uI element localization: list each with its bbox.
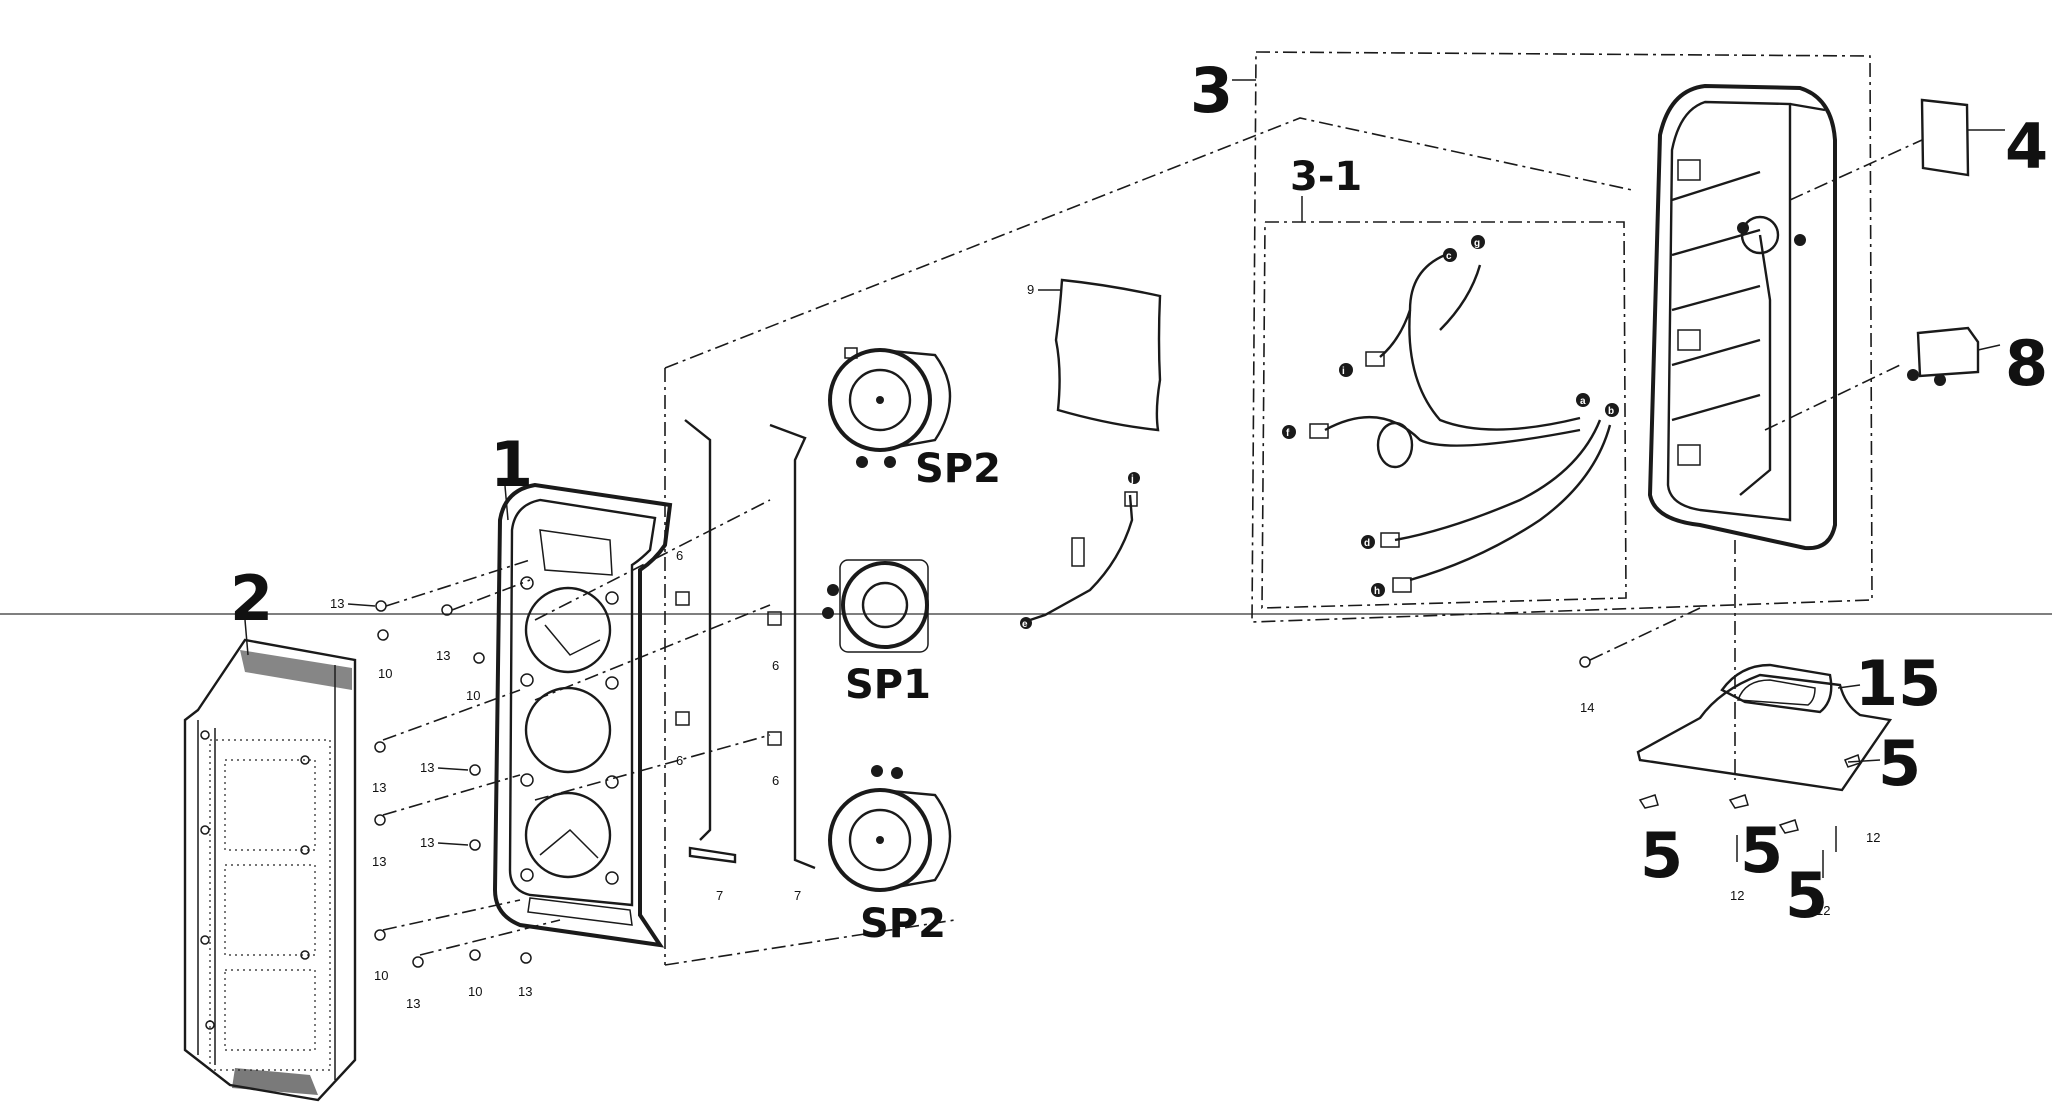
callout-sp2-top: SP2 — [915, 446, 1001, 492]
part-6: 6 — [772, 773, 779, 788]
part-6: 6 — [676, 548, 683, 563]
label-plate — [1789, 98, 2005, 201]
connector-i: i — [1342, 366, 1345, 377]
front-cabinet — [492, 482, 673, 948]
part-number-labels: 13 13 10 10 13 13 13 13 10 13 10 13 6 6 … — [330, 282, 1880, 1011]
callout-4: 4 — [2005, 110, 2048, 183]
callout-15: 15 — [1855, 647, 1941, 720]
connector-b: b — [1608, 406, 1614, 417]
wire-harness — [1282, 235, 1619, 597]
callout-sp1: SP1 — [845, 662, 931, 708]
callout-3-1: 3-1 — [1290, 154, 1362, 200]
lead-wire — [1020, 472, 1140, 629]
callout-labels: 1 2 3 3-1 4 8 15 5 5 5 5 SP2 SP1 SP2 — [230, 54, 2048, 947]
base-stand — [1579, 607, 1893, 878]
connector-c: c — [1446, 251, 1452, 262]
callout-5-d: 5 — [1785, 859, 1828, 932]
foam-pad — [1038, 278, 1162, 432]
connector-j: j — [1130, 474, 1134, 485]
part-10: 10 — [378, 666, 392, 681]
callout-5-a: 5 — [1878, 727, 1921, 800]
rails-and-cushions — [534, 419, 816, 870]
callout-2: 2 — [230, 562, 273, 635]
speaker-top — [828, 347, 952, 452]
part-6: 6 — [676, 753, 683, 768]
rear-cabinet — [1647, 83, 1901, 551]
part-13: 13 — [518, 984, 532, 999]
connector-g: g — [1474, 238, 1480, 249]
callout-3: 3 — [1190, 54, 1233, 127]
callout-5-c: 5 — [1740, 814, 1783, 887]
part-14: 14 — [1580, 700, 1594, 715]
speaker-bottom — [828, 765, 952, 892]
part-10: 10 — [374, 968, 388, 983]
part-13: 13 — [372, 854, 386, 869]
part-13: 13 — [420, 835, 434, 850]
terminal-board — [1907, 326, 2001, 386]
connector-a: a — [1580, 396, 1586, 407]
connector-e: e — [1022, 619, 1028, 630]
connector-d: d — [1364, 538, 1370, 549]
callout-8: 8 — [2005, 327, 2048, 400]
part-13: 13 — [330, 596, 344, 611]
part-12: 12 — [1730, 888, 1744, 903]
front-grille — [183, 638, 357, 1102]
part-7: 7 — [716, 888, 723, 903]
part-10: 10 — [468, 984, 482, 999]
part-12: 12 — [1866, 830, 1880, 845]
part-12: 12 — [1816, 903, 1830, 918]
part-13: 13 — [436, 648, 450, 663]
speaker-connector-dots — [856, 456, 896, 468]
front-screws — [374, 559, 561, 968]
connector-letter-labels: c g a b d h f i e j — [1022, 238, 1614, 630]
callout-sp2-bottom: SP2 — [860, 901, 946, 947]
speaker-mid — [822, 559, 929, 653]
callout-5-b: 5 — [1640, 819, 1683, 892]
part-13: 13 — [372, 780, 386, 795]
connector-h: h — [1374, 586, 1380, 597]
part-13: 13 — [406, 996, 420, 1011]
part-9: 9 — [1027, 282, 1034, 297]
callout-1: 1 — [490, 428, 533, 501]
connector-f: f — [1286, 428, 1290, 439]
part-10: 10 — [466, 688, 480, 703]
part-7: 7 — [794, 888, 801, 903]
part-13: 13 — [420, 760, 434, 775]
part-6: 6 — [772, 658, 779, 673]
